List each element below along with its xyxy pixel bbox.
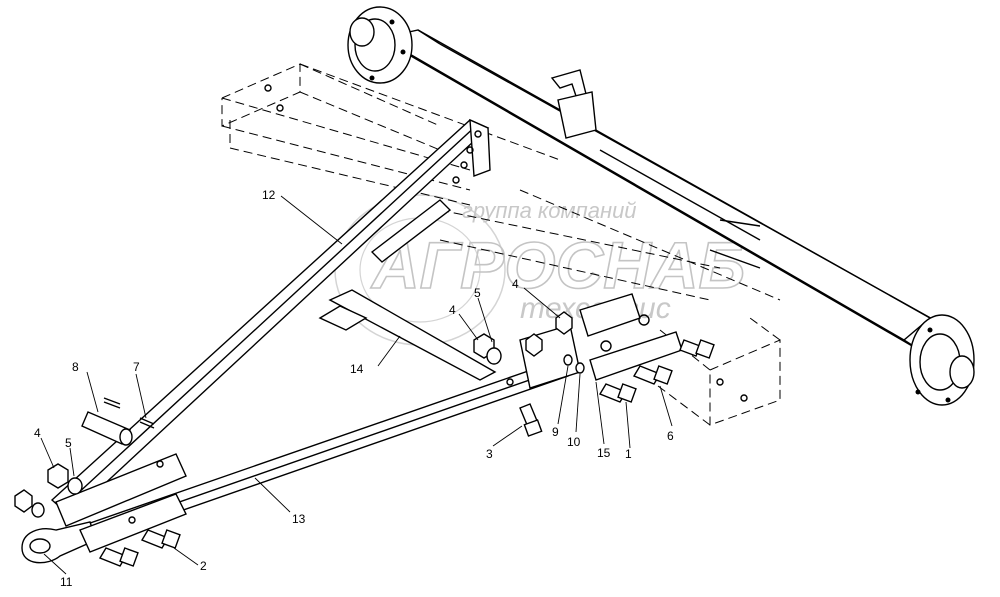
callout-labels: 1 2 3 4 4 4 5 5 6 7 8 9 10 11 12 13 14 1… xyxy=(34,188,674,589)
phantom-frame xyxy=(221,63,781,426)
callout-5-left: 5 xyxy=(65,436,72,450)
callout-4-middle: 4 xyxy=(449,303,456,317)
hitch-eye xyxy=(21,453,187,564)
drawbar-arm-upper xyxy=(50,118,491,517)
callout-2: 2 xyxy=(200,559,207,573)
callout-13: 13 xyxy=(292,512,306,526)
callout-11: 11 xyxy=(60,575,73,589)
callout-7: 7 xyxy=(133,360,140,374)
cross-brace xyxy=(318,289,497,381)
beam-bracket xyxy=(550,69,597,139)
callout-12: 12 xyxy=(262,188,276,202)
callout-9: 9 xyxy=(552,425,559,439)
fasteners xyxy=(14,311,585,518)
watermark-line1: группа компаний xyxy=(462,198,637,223)
callout-4-left: 4 xyxy=(34,426,41,440)
hub-left xyxy=(347,6,413,84)
callout-1: 1 xyxy=(625,447,632,461)
callout-10: 10 xyxy=(567,435,581,449)
pin xyxy=(81,397,155,446)
hub-right xyxy=(909,314,975,406)
callout-15: 15 xyxy=(597,446,611,460)
watermark-line2: АГРОСНАБ xyxy=(370,228,745,302)
bolts xyxy=(98,339,715,567)
callout-6: 6 xyxy=(667,429,674,443)
callout-8: 8 xyxy=(72,360,79,374)
leader-lines xyxy=(40,195,673,575)
callout-14: 14 xyxy=(350,362,364,376)
callout-3: 3 xyxy=(486,447,493,461)
callout-4-right: 4 xyxy=(512,277,519,291)
clamp-plates xyxy=(579,293,683,381)
callout-5-middle: 5 xyxy=(474,286,481,300)
